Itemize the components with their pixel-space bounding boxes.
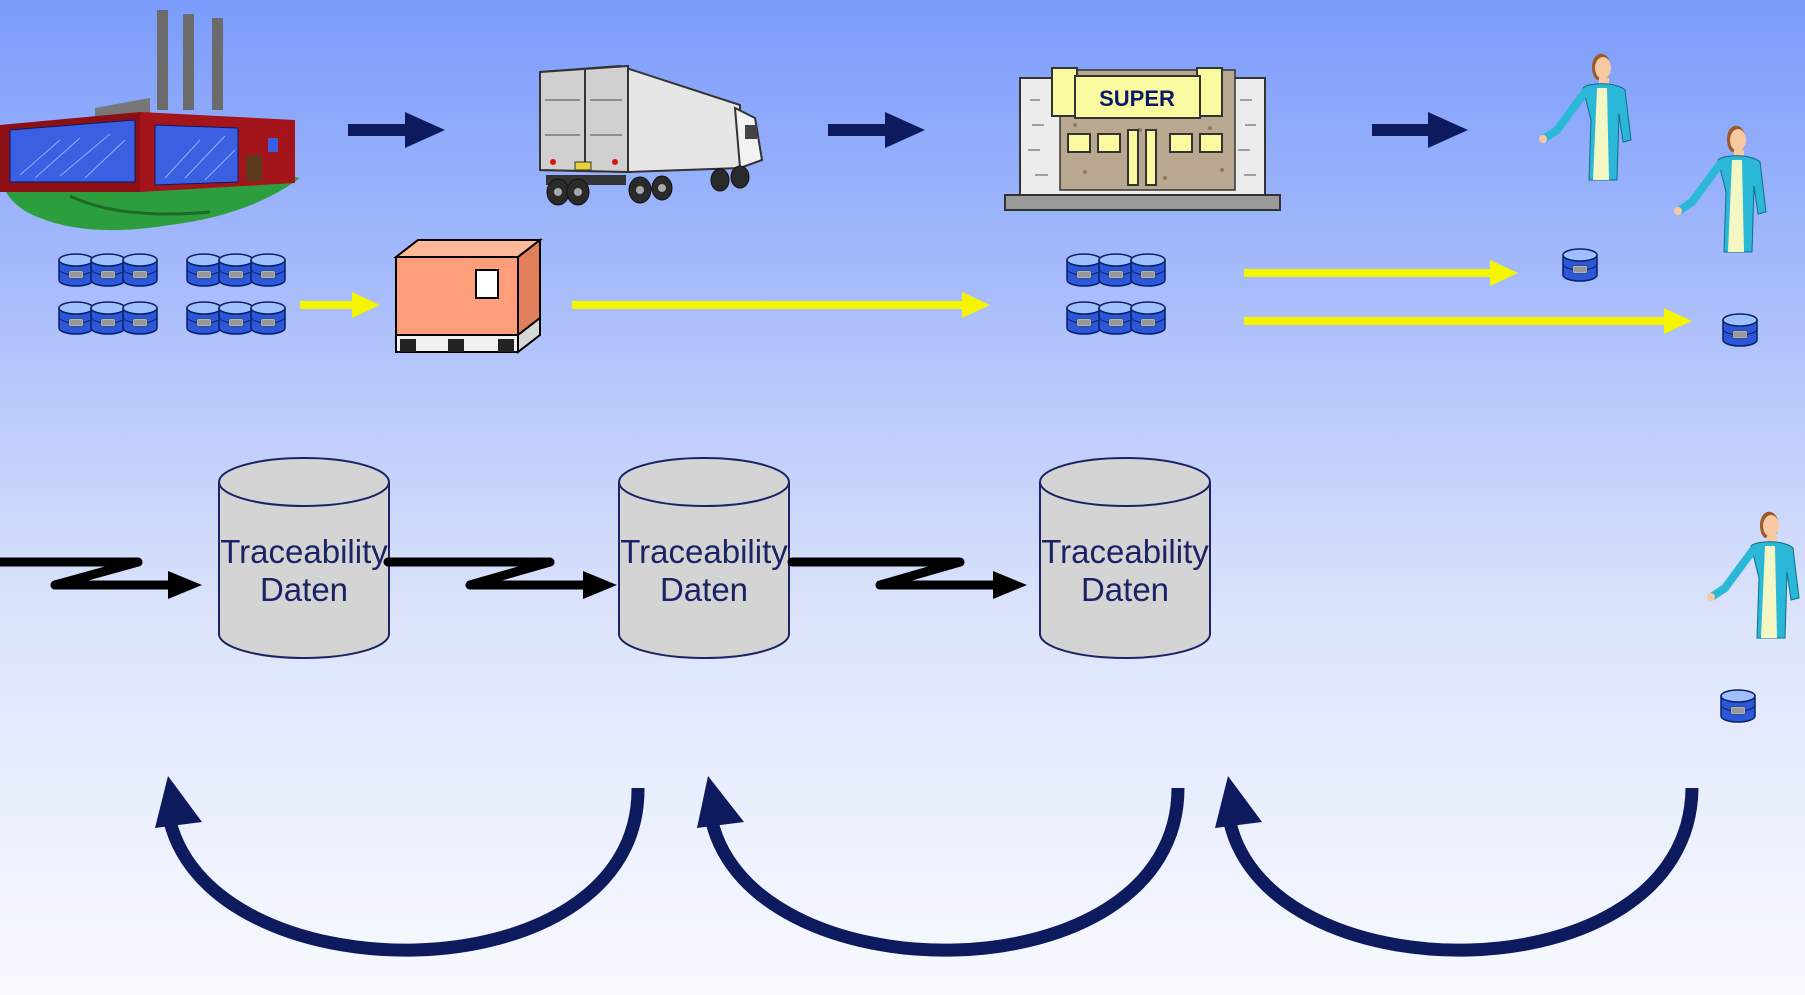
can-icon xyxy=(1130,253,1166,287)
flow-arrow xyxy=(828,112,925,148)
feedback-arrowhead xyxy=(697,776,744,828)
shopper-icon xyxy=(1539,54,1631,180)
feedback-arrowheads xyxy=(155,776,1262,828)
feedback-arrow xyxy=(703,787,1185,957)
flow-arrow xyxy=(1372,112,1468,148)
data-link xyxy=(787,557,1000,590)
database-label-line2: Daten xyxy=(259,571,349,608)
can-icon xyxy=(1722,313,1758,347)
supermarket-icon: SUPER xyxy=(1004,67,1281,211)
flow-arrows xyxy=(348,112,1468,148)
can-group-store xyxy=(1066,253,1166,335)
data-link-arrowhead xyxy=(168,571,202,599)
goods-arrow xyxy=(1244,260,1518,286)
can-icon xyxy=(186,301,222,335)
feedback-arrowhead xyxy=(155,776,202,828)
database-label-line1: Traceability xyxy=(220,533,388,570)
shopper-icon xyxy=(1674,126,1766,252)
can-icon xyxy=(1130,301,1166,335)
goods-arrow xyxy=(300,292,380,318)
can-icon xyxy=(90,253,126,287)
factory-icon xyxy=(0,10,300,231)
database-label-line1: Traceability xyxy=(1041,533,1209,570)
can-icon xyxy=(1066,301,1102,335)
goods-arrow xyxy=(1244,308,1692,334)
data-link-arrowhead xyxy=(583,571,617,599)
can-icon xyxy=(218,301,254,335)
can-icon xyxy=(1720,689,1756,723)
data-link-arrowhead xyxy=(993,571,1027,599)
can-icon xyxy=(250,301,286,335)
can-icon xyxy=(250,253,286,287)
flow-arrow xyxy=(348,112,445,148)
pallet-box-icon xyxy=(393,237,543,355)
feedback-arrow xyxy=(1221,787,1699,957)
feedback-arrowhead xyxy=(1215,776,1262,828)
database-label-line2: Daten xyxy=(659,571,749,608)
can-icon xyxy=(218,253,254,287)
data-link xyxy=(383,557,590,590)
can-icon xyxy=(1066,253,1102,287)
can-icon xyxy=(58,301,94,335)
database-label: Traceability Daten xyxy=(609,533,799,609)
can-icon xyxy=(1562,248,1598,282)
database-label-line2: Daten xyxy=(1080,571,1170,608)
database-label: Traceability Daten xyxy=(1030,533,1220,609)
database-label: Traceability Daten xyxy=(209,533,399,609)
data-link-arrowheads xyxy=(168,571,1027,599)
can-icon xyxy=(186,253,222,287)
can-icon xyxy=(1098,301,1134,335)
can-group-factory-1 xyxy=(58,253,158,335)
feedback-arrow xyxy=(161,787,645,957)
shopper-icon xyxy=(1707,512,1799,638)
goods-arrows xyxy=(300,260,1692,334)
truck-icon xyxy=(539,64,764,206)
can-icon xyxy=(122,301,158,335)
can-group-factory-2 xyxy=(186,253,286,335)
feedback-arrows xyxy=(161,787,1699,957)
goods-arrow xyxy=(572,292,990,318)
database-label-line1: Traceability xyxy=(620,533,788,570)
can-icon xyxy=(1098,253,1134,287)
can-icon xyxy=(58,253,94,287)
can-icon xyxy=(122,253,158,287)
store-sign-text: SUPER xyxy=(1099,86,1175,111)
data-links xyxy=(0,557,1000,590)
can-icon xyxy=(90,301,126,335)
data-link xyxy=(0,557,175,590)
